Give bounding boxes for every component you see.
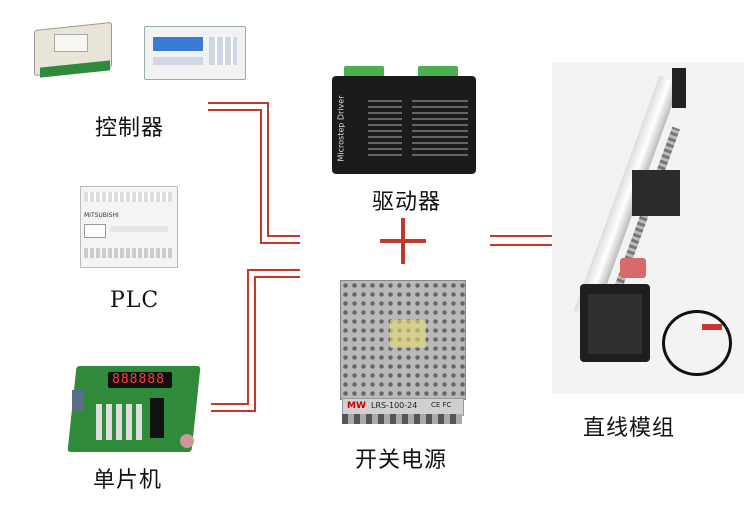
mcu-label: 单片机 <box>93 468 163 493</box>
driver-image: Microstep Driver <box>328 66 478 176</box>
mcu-board-image: 888888 <box>67 360 202 456</box>
psu-marks: CE FC <box>431 401 452 409</box>
plc-image: MITSUBISHI <box>80 178 180 270</box>
controller-module-image <box>30 20 118 80</box>
psu-brand: MW <box>347 401 366 411</box>
mcu-display-digits: 888888 <box>112 372 165 387</box>
driver-model-text: Microstep Driver <box>336 95 346 162</box>
psu-model: LRS-100-24 <box>371 401 418 410</box>
wire-controller-inner <box>208 109 300 244</box>
controller-label: 控制器 <box>95 116 165 141</box>
power-label: 开关电源 <box>355 448 448 473</box>
controller-panel-image <box>144 26 246 80</box>
linear-module-image <box>552 62 744 394</box>
plc-brand: MITSUBISHI <box>84 212 119 219</box>
plus-sign <box>380 218 426 264</box>
wire-mcu <box>211 269 300 405</box>
power-supply-image: MW LRS-100-24 CE FC <box>340 280 468 430</box>
linear-module-label: 直线模组 <box>583 416 676 441</box>
driver-label: 驱动器 <box>372 190 442 215</box>
plc-label: PLC <box>110 288 160 313</box>
wire-controller <box>208 102 300 237</box>
wire-mcu-inner <box>211 276 300 412</box>
